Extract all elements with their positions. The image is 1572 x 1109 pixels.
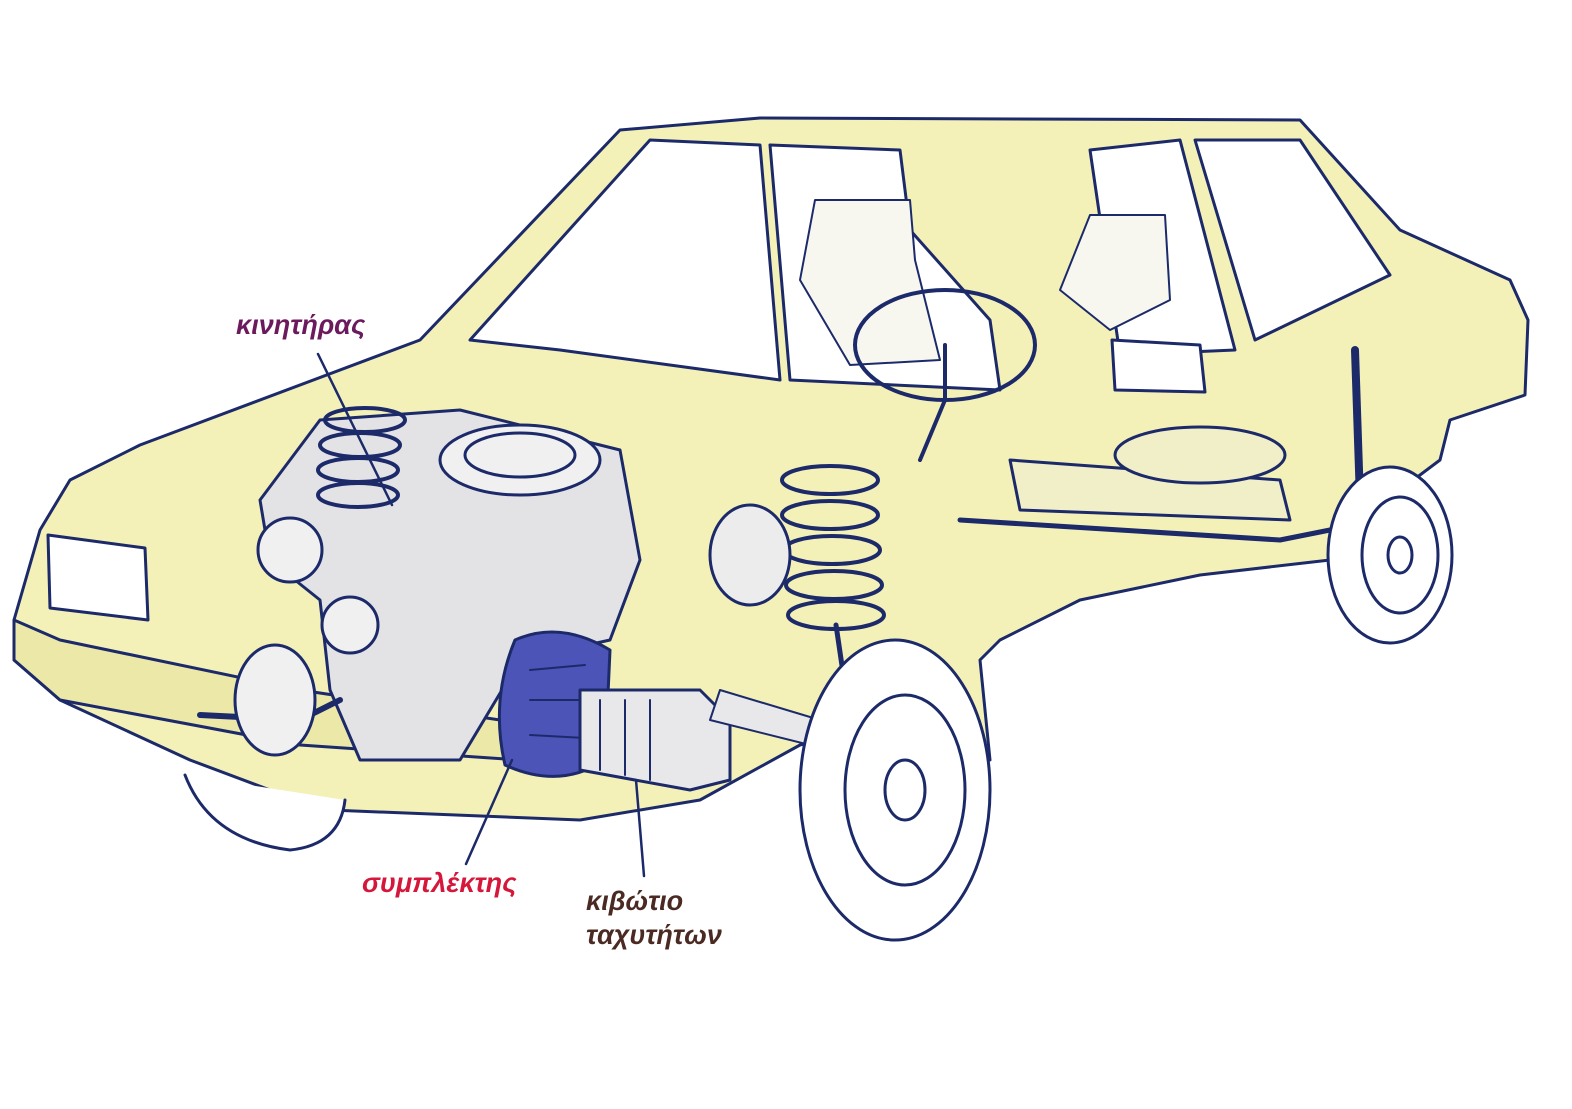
spare-wheel [1113,425,1287,485]
right-coil-spring [780,464,886,631]
gearbox-label-line2: ταχυτήτων [586,920,722,950]
air-filter [438,423,602,497]
alternator [256,516,324,584]
gearbox [578,688,732,792]
clutch-label: συμπλέκτης [362,868,517,898]
clutch-leader-line [464,758,514,866]
front-right-wheel [798,638,992,942]
rear-shock [1351,346,1364,504]
front-left-wheel [183,643,347,852]
left-coil-spring [316,406,407,509]
brake-booster [708,503,792,607]
rear-seat [1059,214,1171,331]
gearbox-leader-line [634,778,646,878]
rear-side-window [1193,138,1392,342]
front-seat [799,199,941,366]
engine-leader-line [316,352,394,507]
rear-wheel [1326,465,1454,645]
engine-label: κινητήρας [236,310,366,340]
gearbox-label: κιβώτιο ταχυτήτων [586,884,722,952]
headlight [46,533,150,622]
mirror [1110,338,1207,394]
left-brake-disc [233,643,317,757]
windshield [468,138,782,382]
gearbox-label-line1: κιβώτιο [586,886,684,916]
